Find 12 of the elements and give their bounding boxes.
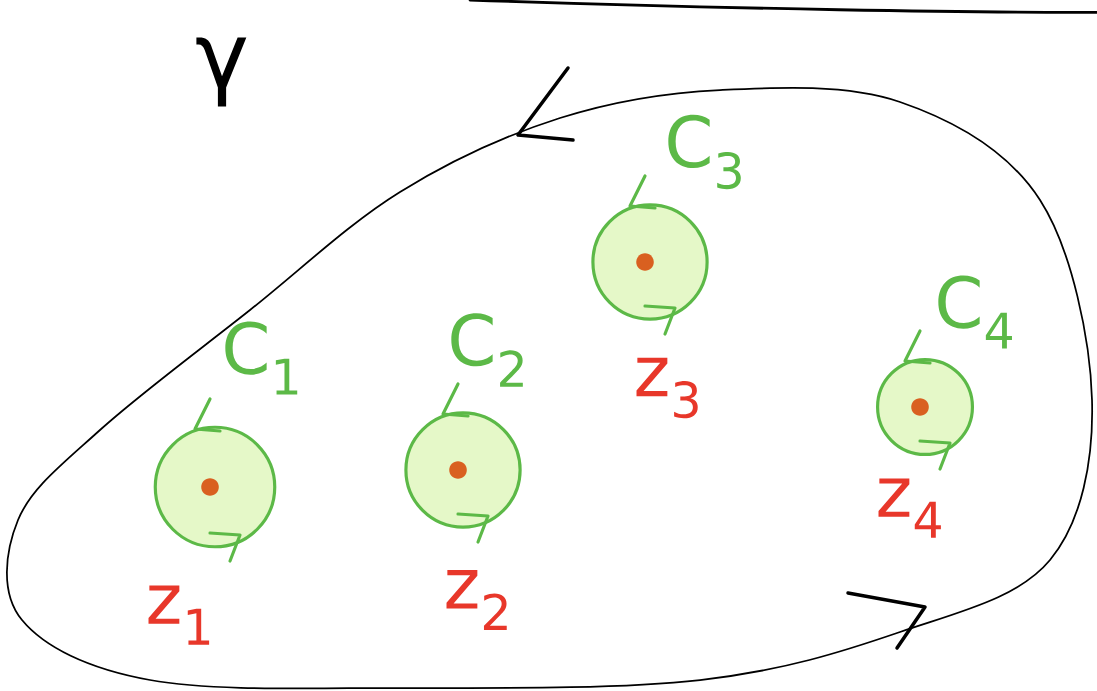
node-label: C$_{4}$ [938,275,1012,349]
node-label: C$_{1}$ [225,321,298,395]
circle-contour: C$_{4}$ [876,275,1012,456]
circle-contour: C$_{3}$ [591,114,741,321]
node-label: C$_{2}$ [451,313,523,387]
node-label: C$_{3}$ [668,114,741,190]
point-label: z$_{4}$ [878,478,941,538]
circle-contour: C$_{1}$ [153,321,298,549]
point-label: z$_{3}$ [636,357,698,419]
circle-contour: C$_{2}$ [404,313,523,529]
point-label: z$_{1}$ [148,585,210,645]
point-label: z$_{2}$ [446,570,507,630]
